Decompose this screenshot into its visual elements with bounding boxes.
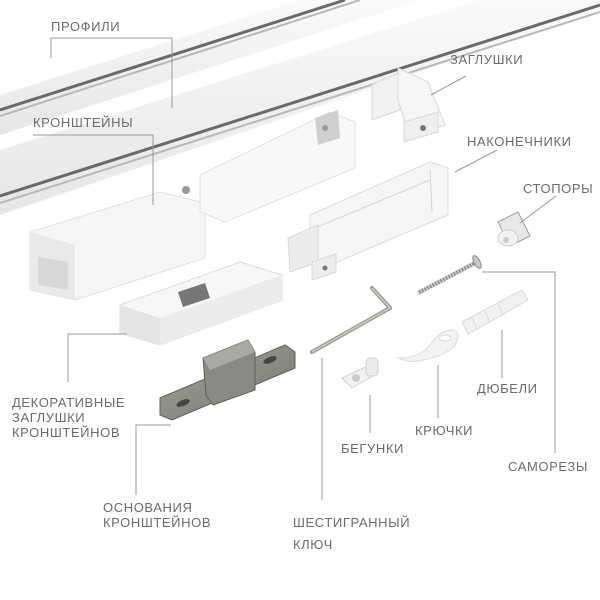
dowel-icon (461, 289, 529, 335)
decorative-cap-icon (119, 261, 283, 346)
label-runners: БЕГУНКИ (341, 441, 405, 456)
rail-profile-icon (0, 0, 600, 215)
hex-key-icon (310, 286, 392, 354)
label-profiles: ПРОФИЛИ (51, 19, 121, 34)
bracket-base-icon (159, 339, 296, 421)
bracket-icon (29, 110, 356, 301)
screw-icon (417, 255, 482, 295)
label-screws: САМОРЕЗЫ (508, 459, 588, 474)
label-bracket-bases: ОСНОВАНИЯ КРОНШТЕЙНОВ (103, 500, 212, 530)
leader-lines (33, 37, 557, 500)
stopper-icon (497, 211, 531, 247)
label-finials: НАКОНЕЧНИКИ (467, 134, 572, 149)
runner-icon (341, 357, 379, 389)
label-decorative-caps: ДЕКОРАТИВНЫЕ ЗАГЛУШКИ КРОНШТЕЙНОВ (12, 395, 126, 440)
label-dowels: ДЮБЕЛИ (477, 381, 538, 396)
label-brackets: КРОНШТЕЙНЫ (33, 115, 134, 130)
label-hooks: КРЮЧКИ (415, 423, 474, 438)
end-cap-icon (371, 67, 446, 143)
label-stoppers: СТОПОРЫ (523, 181, 594, 196)
finial-icon (287, 161, 449, 281)
label-end-caps: ЗАГЛУШКИ (450, 52, 524, 67)
label-hex-key: ШЕСТИГРАННЫЙ КЛЮЧ (293, 515, 411, 552)
hook-icon (397, 329, 459, 363)
